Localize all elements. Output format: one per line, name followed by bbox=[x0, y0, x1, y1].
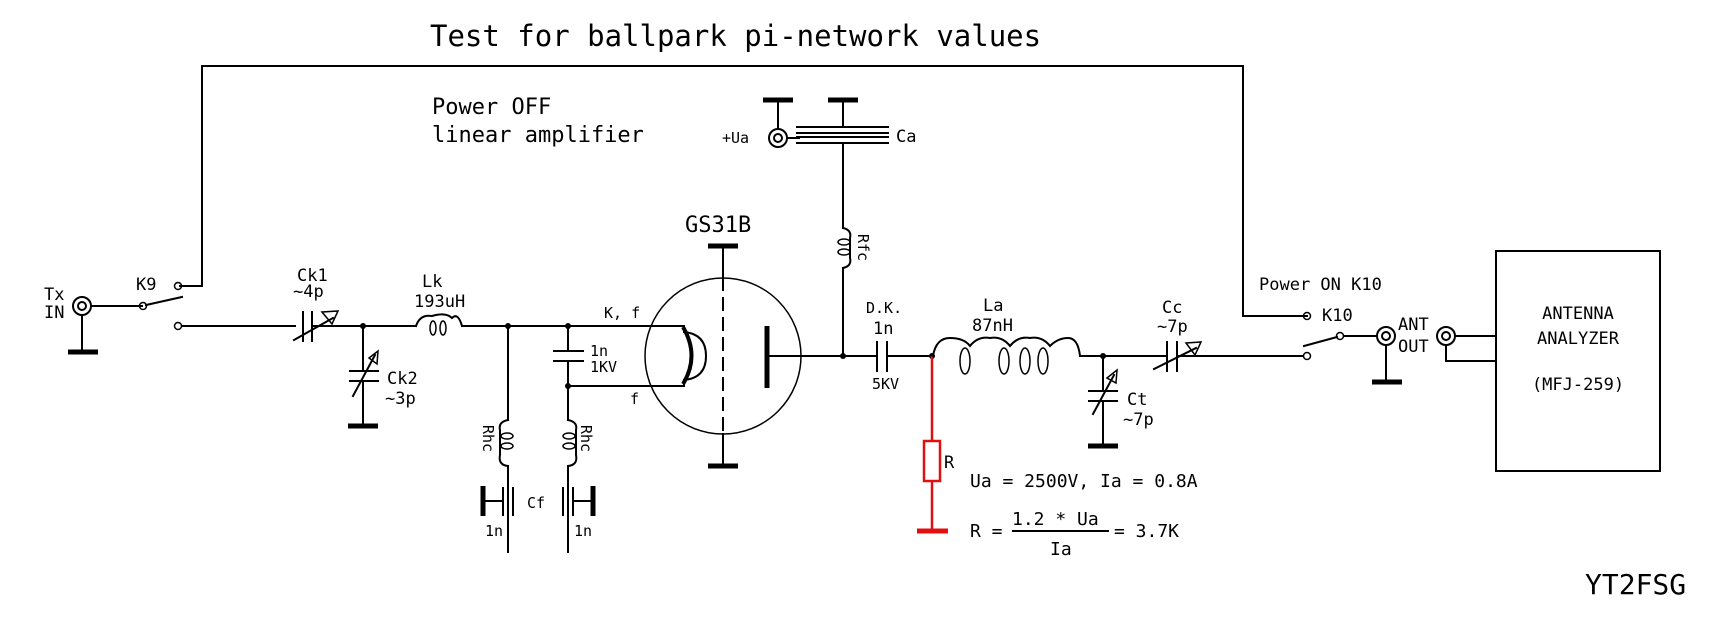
plus-ua-connector bbox=[763, 97, 800, 148]
cf-name: Cf bbox=[527, 494, 545, 512]
note-power-off: Power OFF bbox=[432, 95, 551, 120]
note-power-on: Power ON K10 bbox=[1259, 275, 1382, 295]
ck2-value: ~3p bbox=[385, 389, 416, 409]
ct-variable-capacitor bbox=[1088, 355, 1118, 449]
dk-name: D.K. bbox=[866, 299, 902, 317]
lk-inductor bbox=[414, 313, 464, 336]
author-callsign: YT2FSG bbox=[1585, 568, 1686, 601]
cathode-capacitor bbox=[553, 325, 584, 387]
note-linear-amplifier: linear amplifier bbox=[432, 123, 644, 148]
cathode-cap-rating: 1KV bbox=[590, 358, 617, 376]
ant-out-connector bbox=[1372, 326, 1402, 385]
ant-label: ANT bbox=[1398, 315, 1429, 335]
dk-coupling-capacitor bbox=[842, 341, 933, 372]
ct-name: Ct bbox=[1127, 390, 1147, 410]
eq-denominator: Ia bbox=[1050, 539, 1072, 560]
eq-operating-point: Ua = 2500V, Ia = 0.8A bbox=[970, 471, 1198, 492]
tx-label: Tx bbox=[44, 285, 64, 305]
ck2-name: Ck2 bbox=[387, 369, 418, 389]
r-label: R bbox=[944, 453, 955, 473]
tube-pin-kf: K, f bbox=[604, 304, 640, 322]
ck1-variable-capacitor bbox=[292, 310, 366, 342]
in-label: IN bbox=[44, 303, 64, 323]
cc-variable-capacitor bbox=[1149, 341, 1304, 372]
eq-numerator: 1.2 * Ua bbox=[1012, 509, 1099, 530]
ca-label: Ca bbox=[896, 127, 916, 147]
antenna-analyzer-box bbox=[1495, 250, 1661, 472]
analyzer-connector bbox=[1436, 326, 1497, 362]
ct-value: ~7p bbox=[1123, 410, 1154, 430]
diagram-title: Test for ballpark pi-network values bbox=[430, 19, 1041, 53]
relay-k10 bbox=[1302, 311, 1378, 361]
k9-label: K9 bbox=[136, 275, 156, 295]
tube-gs31b bbox=[644, 243, 871, 469]
lk-value: 193uH bbox=[414, 292, 465, 312]
la-inductor bbox=[931, 336, 1082, 375]
cc-name: Cc bbox=[1162, 298, 1182, 318]
tube-pin-f: f bbox=[630, 390, 639, 408]
dk-value: 1n bbox=[873, 319, 893, 339]
rfc-choke bbox=[837, 142, 852, 357]
eq-result: = 3.7K bbox=[1114, 521, 1179, 542]
rhc-choke-left bbox=[498, 325, 514, 553]
analyzer-line3: (MFJ-259) bbox=[1532, 375, 1624, 395]
eq-r-lhs: R = bbox=[970, 521, 1003, 542]
bypass-wire bbox=[179, 65, 1308, 317]
cc-value: ~7p bbox=[1157, 317, 1188, 337]
ck2-variable-capacitor bbox=[348, 325, 379, 429]
k10-label: K10 bbox=[1322, 306, 1353, 326]
analyzer-line2: ANALYZER bbox=[1537, 329, 1620, 349]
out-label: OUT bbox=[1398, 337, 1429, 357]
tx-in-connector bbox=[68, 296, 143, 355]
rhc-choke-right bbox=[562, 385, 578, 553]
cathode-cap-value: 1n bbox=[590, 342, 608, 360]
relay-k9 bbox=[138, 281, 184, 331]
load-resistor-r bbox=[917, 356, 948, 534]
dk-rating: 5KV bbox=[872, 375, 899, 393]
rhc2-label: Rhc bbox=[577, 425, 595, 452]
plus-ua-label: +Ua bbox=[722, 129, 749, 147]
ck1-name: Ck1 bbox=[297, 266, 328, 286]
rhc1-label: Rhc bbox=[479, 425, 497, 452]
ca-capacitor bbox=[796, 97, 889, 144]
analyzer-line1: ANTENNA bbox=[1542, 304, 1614, 324]
la-value: 87nH bbox=[972, 316, 1013, 336]
tube-name: GS31B bbox=[685, 213, 751, 238]
cf-value-left: 1n bbox=[485, 522, 503, 540]
cf-value-right: 1n bbox=[574, 522, 592, 540]
lk-name: Lk bbox=[422, 272, 442, 292]
ck1-value: ~4p bbox=[293, 282, 324, 302]
la-name: La bbox=[983, 296, 1003, 316]
cf-feedthrough-capacitors bbox=[480, 486, 596, 516]
rfc-label: Rfc bbox=[854, 234, 872, 261]
